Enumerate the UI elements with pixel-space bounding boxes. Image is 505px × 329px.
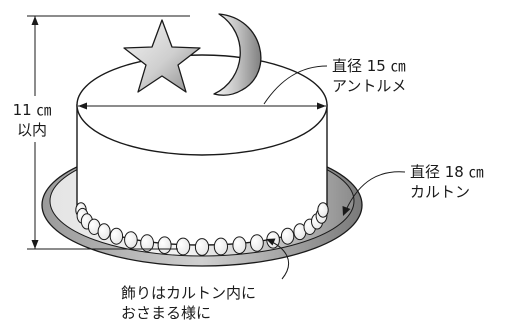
height-label: 11 ㎝ 以内: [12, 101, 52, 139]
height-dimension: [27, 15, 190, 250]
decoration-label: 飾りはカルトン内に おさまる様に: [121, 284, 257, 322]
pearl-bead: [157, 236, 172, 254]
pearl-bead: [124, 231, 138, 249]
leader-board: [345, 171, 406, 211]
cake-body: [76, 54, 328, 246]
pearl-bead: [97, 223, 111, 241]
leader-top-cake: [263, 65, 328, 105]
pearl-bead: [317, 202, 329, 218]
pearl-bead: [213, 237, 228, 256]
star-topper: [123, 19, 201, 93]
diameter-dimension: [78, 102, 326, 110]
cake-top: [76, 54, 328, 156]
pearl-bead: [194, 238, 210, 256]
pearl-bead: [232, 236, 247, 254]
crescent-moon-topper: [213, 13, 262, 96]
leader-lines: [263, 65, 406, 280]
pearl-bead: [250, 234, 264, 252]
pearl-decoration: [75, 202, 329, 256]
board-label: 直径 18 ㎝ カルトン: [410, 163, 484, 201]
pearl-bead: [176, 237, 191, 256]
pearl-bead: [140, 234, 155, 252]
pearl-bead: [280, 227, 295, 245]
pearl-bead: [109, 227, 124, 245]
top-cake-label: 直径 15 ㎝ アントルメ: [332, 57, 407, 95]
